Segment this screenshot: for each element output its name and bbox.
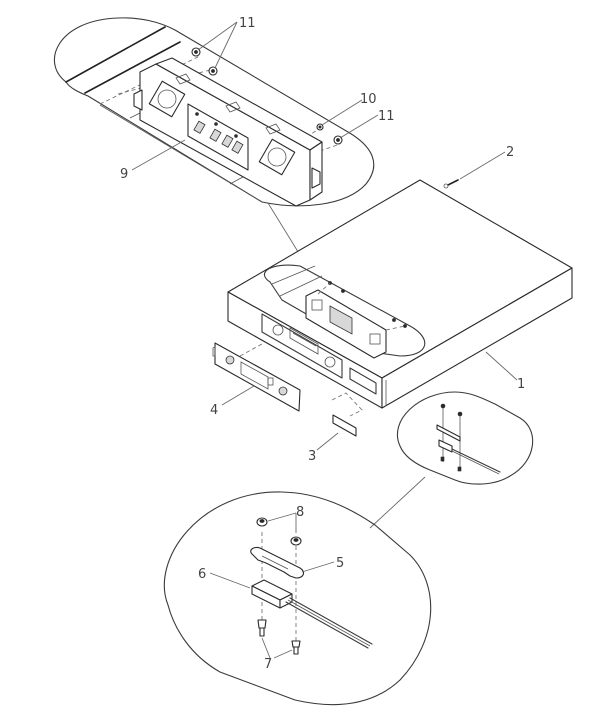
- surface-line: [65, 26, 166, 83]
- sensor-detail-large: 8 5 6 7: [163, 491, 432, 706]
- leader-11b: [339, 114, 379, 139]
- detail-boundary-top: [54, 17, 375, 207]
- mounting-bracket: [250, 546, 305, 579]
- control-board-installed: [305, 281, 407, 359]
- washer-10: [316, 123, 324, 131]
- screw-7-a: [257, 619, 267, 637]
- callout-label-1: 1: [517, 377, 525, 392]
- callout-label-10: 10: [360, 92, 377, 107]
- callout-label-11: 11: [239, 16, 256, 31]
- leader-1: [485, 351, 518, 381]
- leader-3: [316, 432, 339, 451]
- control-board: [133, 57, 323, 207]
- callout-label-7: 7: [264, 657, 272, 672]
- surface-line: [84, 41, 181, 94]
- enclosure-cutout: [263, 264, 426, 357]
- leader-7-2: [273, 649, 293, 659]
- callout-label-11: 11: [378, 109, 395, 124]
- leader-11a-2: [214, 21, 238, 69]
- detail-boundary-small: [397, 391, 534, 485]
- label-plate: [331, 392, 363, 437]
- callout-label-9: 9: [120, 167, 128, 182]
- faceplate: [212, 342, 301, 412]
- callout-label-6: 6: [198, 567, 206, 582]
- leader-9: [131, 139, 186, 171]
- enclosure-front-recess: [261, 313, 343, 379]
- detail-boundary-large: [163, 491, 432, 706]
- screw-2: [447, 179, 459, 186]
- callout-label-4: 4: [210, 403, 218, 418]
- leader-6: [209, 572, 251, 589]
- surface-line: [99, 104, 263, 203]
- nut-8-a: [256, 517, 268, 527]
- screw-7-b: [291, 640, 301, 655]
- nut-11-b: [208, 66, 218, 76]
- nut-8-b: [290, 536, 302, 546]
- control-board-detail-view: 11 10 11 9: [54, 16, 395, 207]
- callout-label-8: 8: [296, 505, 304, 520]
- sensor-detail-small: [397, 391, 534, 485]
- sensor: [251, 579, 373, 649]
- callout-label-2: 2: [506, 145, 514, 160]
- callout-label-3: 3: [308, 449, 316, 464]
- leader-10: [321, 99, 363, 126]
- enclosure-side-face: [381, 267, 573, 409]
- callout-label-5: 5: [336, 556, 344, 571]
- leader-4: [221, 385, 255, 406]
- leader-11a: [197, 21, 238, 51]
- leader-5: [301, 561, 335, 573]
- leader-8: [267, 512, 297, 522]
- detail-connector-sensor: [369, 476, 426, 529]
- leader-2: [459, 151, 506, 180]
- leader-7: [261, 637, 271, 659]
- enclosure: [227, 179, 573, 409]
